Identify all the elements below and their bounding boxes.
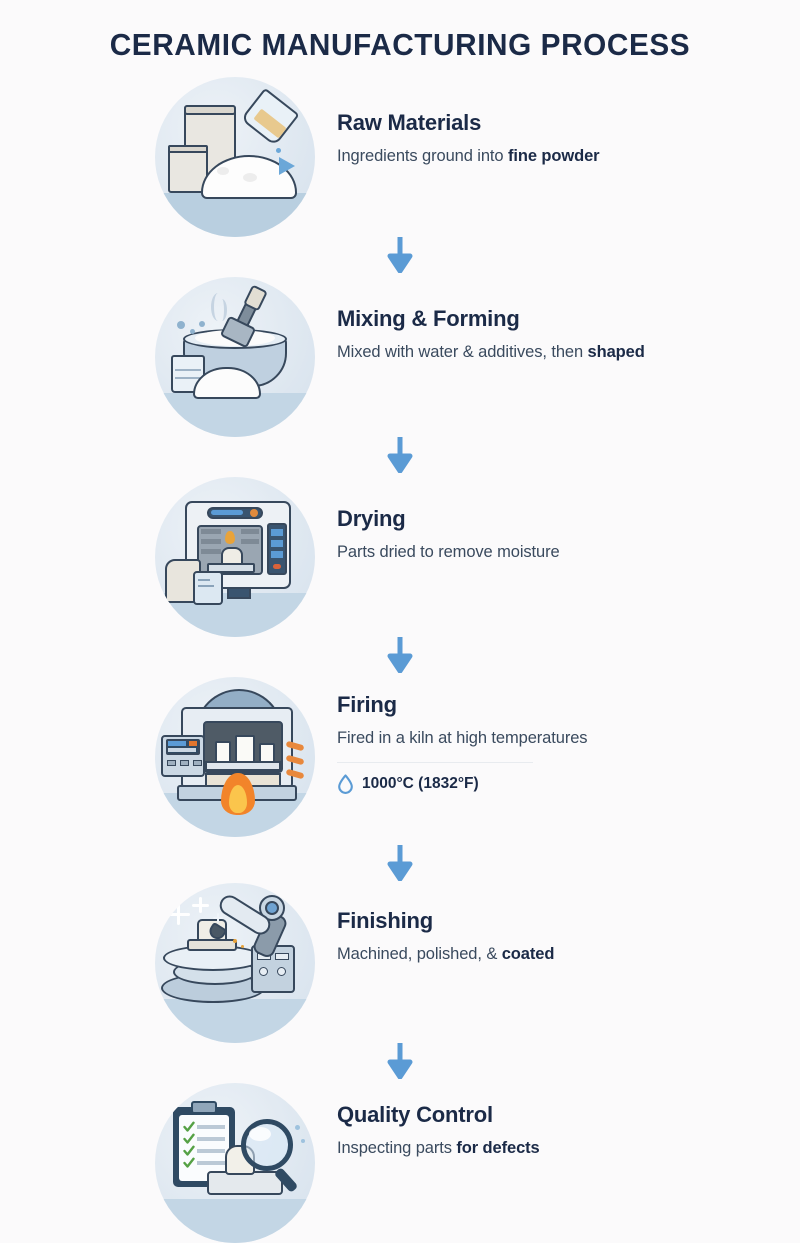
robot-arm-illustration <box>155 883 315 1043</box>
drying-oven-illustration <box>155 477 315 637</box>
process-step-drying: Drying Parts dried to remove moisture <box>0 477 800 677</box>
step-description-plain: Parts dried to remove moisture <box>337 542 560 561</box>
step-description-emphasis: for defects <box>456 1138 540 1157</box>
step-description-plain: Fired in a kiln at high temperatures <box>337 728 588 747</box>
step-description: Inspecting parts for defects <box>337 1137 780 1159</box>
check-icon <box>183 1121 195 1132</box>
step-description-emphasis: coated <box>501 944 555 963</box>
step-text-block: Finishing Machined, polished, & coated <box>337 907 780 965</box>
check-icon <box>183 1145 195 1156</box>
step-description: Machined, polished, & coated <box>337 943 780 965</box>
step-description-emphasis: fine powder <box>507 146 600 165</box>
step-description-plain: Machined, polished, & <box>337 944 502 963</box>
arrow-down-icon <box>0 237 800 273</box>
step-title: Finishing <box>337 908 433 933</box>
badge-divider <box>337 761 533 763</box>
step-title: Quality Control <box>337 1102 493 1127</box>
process-flow: Raw Materials Ingredients ground into fi… <box>0 77 800 1243</box>
droplet-icon <box>338 774 353 794</box>
raw-materials-illustration <box>155 77 315 237</box>
kiln-illustration <box>155 677 315 837</box>
check-icon <box>183 1157 195 1168</box>
step-description: Mixed with water & additives, then shape… <box>337 341 780 363</box>
process-step-finishing: Finishing Machined, polished, & coated <box>0 883 800 1083</box>
step-description: Ingredients ground into fine powder <box>337 145 780 167</box>
step-description-plain: Mixed with water & additives, then <box>337 342 588 361</box>
step-description-plain: Ingredients ground into <box>337 146 508 165</box>
temperature-label: 1000°C (1832°F) <box>362 774 479 792</box>
process-step-raw-materials: Raw Materials Ingredients ground into fi… <box>0 77 800 277</box>
step-title: Firing <box>337 692 397 717</box>
check-icon <box>183 1133 195 1144</box>
step-text-block: Firing Fired in a kiln at high temperatu… <box>337 691 780 794</box>
mixing-bowl-illustration <box>155 277 315 437</box>
step-title: Mixing & Forming <box>337 306 520 331</box>
temperature-badge: 1000°C (1832°F) <box>337 774 780 794</box>
page-title: CERAMIC MANUFACTURING PROCESS <box>109 27 691 62</box>
step-title: Drying <box>337 506 406 531</box>
arrow-down-icon <box>0 437 800 473</box>
step-text-block: Mixing & Forming Mixed with water & addi… <box>337 305 780 363</box>
step-text-block: Drying Parts dried to remove moisture <box>337 505 780 563</box>
process-step-firing: Firing Fired in a kiln at high temperatu… <box>0 677 800 877</box>
arrow-down-icon <box>0 1043 800 1079</box>
step-description-emphasis: shaped <box>587 342 645 361</box>
step-title: Raw Materials <box>337 110 482 135</box>
step-text-block: Quality Control Inspecting parts for def… <box>337 1101 780 1159</box>
arrow-down-icon <box>0 845 800 881</box>
step-text-block: Raw Materials Ingredients ground into fi… <box>337 109 780 167</box>
step-description-plain: Inspecting parts <box>337 1138 457 1157</box>
process-step-quality-control: Quality Control Inspecting parts for def… <box>0 1083 800 1243</box>
step-description: Parts dried to remove moisture <box>337 541 780 563</box>
process-step-mixing-forming: Mixing & Forming Mixed with water & addi… <box>0 277 800 477</box>
arrow-down-icon <box>0 637 800 673</box>
step-description: Fired in a kiln at high temperatures <box>337 727 780 749</box>
clipboard-magnifier-illustration <box>155 1083 315 1243</box>
